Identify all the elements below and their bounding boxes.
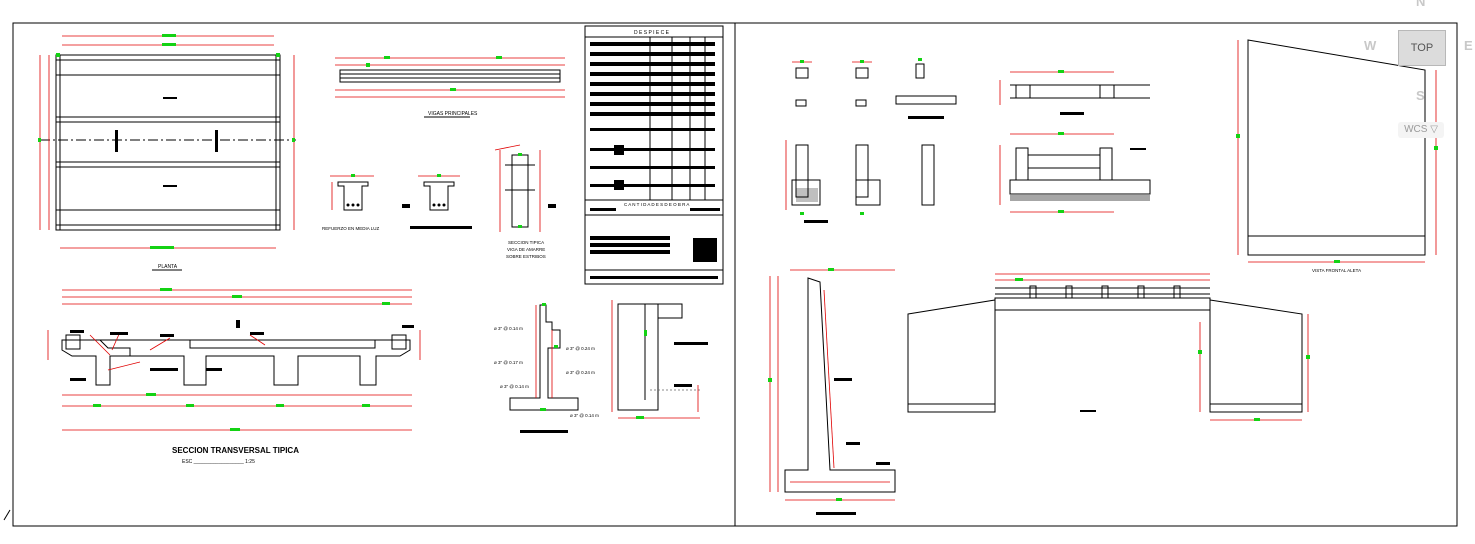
cross-section-title: SECCION TRANSVERSAL TIPICA xyxy=(172,446,299,455)
rebar-label-5: ø 3″ @ 0.14 m xyxy=(500,384,529,389)
bridge-elevation xyxy=(907,273,1310,421)
abutment-reinforcement-section: ø 3″ @ 0.14 m ø 3″ @ 0.24 m ø 3″ @ 0.17 … xyxy=(494,303,599,433)
sheet-frame-right xyxy=(734,22,1458,527)
rebar-label-2: ø 3″ @ 0.24 m xyxy=(566,346,595,351)
over-abutments-title: SOBRE ESTRIBOS xyxy=(506,254,546,259)
schedule-title: D E S P I E C E xyxy=(634,30,670,36)
rebar-label-1: ø 3″ @ 0.14 m xyxy=(494,326,523,331)
compass-west[interactable]: W xyxy=(1364,38,1377,53)
plan-view: PLANTA xyxy=(38,34,296,271)
wing-front-view: VISTA FRONTAL ALETA xyxy=(1236,39,1438,273)
sheet-frame-left xyxy=(12,22,736,527)
tie-beam-title: VIGA DE AMARRE xyxy=(507,247,545,252)
railing-elevation xyxy=(999,70,1151,213)
wing-wall-section xyxy=(768,268,896,515)
tie-beam-typical-section: SECCION TIPICA VIGA DE AMARRE SOBRE ESTR… xyxy=(494,144,556,259)
compass-east[interactable]: E xyxy=(1464,38,1473,53)
typical-section-title: SECCION TIPICA xyxy=(508,240,544,245)
wcs-menu[interactable]: WCS ▽ xyxy=(1398,122,1444,138)
main-beams-title: VIGAS PRINCIPALES xyxy=(428,111,478,117)
railing-post-details xyxy=(785,58,957,223)
quantities-title: C A N T I D A D E S D E O B R A xyxy=(624,202,689,207)
rebar-label-6: ø 3″ @ 0.14 m xyxy=(570,413,599,418)
abutment-wall-section xyxy=(611,300,708,419)
main-beams-elevation: VIGAS PRINCIPALES xyxy=(335,56,565,118)
bar-schedule-table: D E S P I E C E C A N T I D A D E S D E … xyxy=(584,25,724,285)
midspan-reinforcement-title: REFUERZO EN MEDIA LUZ xyxy=(322,226,380,231)
viewcube-top-face[interactable]: TOP xyxy=(1398,30,1446,66)
compass-north[interactable]: N xyxy=(1416,0,1426,9)
wing-front-view-title: VISTA FRONTAL ALETA xyxy=(1312,268,1361,273)
plan-title: PLANTA xyxy=(158,264,178,270)
rebar-label-3: ø 3″ @ 0.17 m xyxy=(494,360,523,365)
midspan-reinforcement-section: REFUERZO EN MEDIA LUZ xyxy=(322,174,472,231)
cross-section-scale: ESC __________________ 1:25 xyxy=(182,459,255,465)
typical-cross-section: SECCION TRANSVERSAL TIPICA ESC _________… xyxy=(47,288,421,465)
rebar-label-4: ø 3″ @ 0.24 m xyxy=(566,370,595,375)
compass-south[interactable]: S xyxy=(1416,88,1425,103)
ucs-icon xyxy=(3,509,11,521)
